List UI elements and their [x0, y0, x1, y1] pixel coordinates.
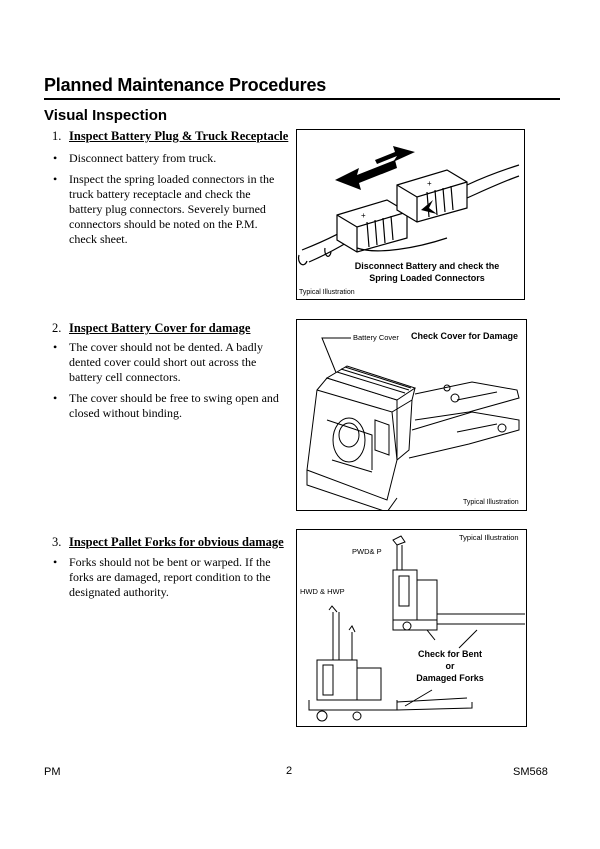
figure-pallet-forks: Typical Illustration PWD& P HWD & HWP Ch…: [296, 529, 527, 727]
step-1-title: Inspect Battery Plug & Truck Receptacle: [69, 129, 289, 143]
svg-text:+: +: [427, 179, 432, 188]
step-1-heading: 1. Inspect Battery Plug & Truck Receptacl…: [52, 129, 292, 144]
step-2-title: Inspect Battery Cover for damage: [69, 321, 251, 335]
step-1-bullets: Disconnect battery from truck. Inspect t…: [52, 151, 280, 253]
footer-page-number: 2: [286, 765, 293, 777]
figure-battery-cover: Battery Cover Check Cover for Damage Typ…: [296, 319, 527, 511]
step-2-number: 2.: [52, 321, 62, 335]
step-3-bullets: Forks should not be bent or warped. If t…: [52, 555, 284, 606]
step-3-title: Inspect Pallet Forks for obvious damage: [69, 535, 284, 549]
figure-battery-plug: + + Disconnect Battery and check the Spr…: [296, 129, 525, 300]
figure-3-callout: Check for Bent or Damaged Forks: [405, 648, 495, 684]
step-1-bullet-1: Disconnect battery from truck.: [52, 151, 280, 166]
figure-3-caption: Typical Illustration: [459, 533, 519, 542]
footer-left: PM: [44, 766, 61, 778]
page-title: Planned Maintenance Procedures: [44, 75, 327, 95]
step-3-number: 3.: [52, 535, 62, 549]
step-2-bullet-1: The cover should not be dented. A badly …: [52, 340, 282, 385]
pallet-forks-illustration: [308, 535, 525, 722]
figure-2-battery-cover-label: Battery Cover: [353, 333, 399, 342]
step-1-bullet-2: Inspect the spring loaded connectors in …: [52, 172, 280, 247]
figure-1-caption: Typical Illustration: [299, 289, 355, 296]
step-2-heading: 2. Inspect Battery Cover for damage: [52, 321, 292, 336]
figure-1-callout-line-2: Spring Loaded Connectors: [369, 273, 485, 283]
step-3-heading: 3. Inspect Pallet Forks for obvious damag…: [52, 535, 292, 550]
svg-text:+: +: [361, 211, 366, 220]
step-2-bullet-2: The cover should be free to swing open a…: [52, 391, 282, 421]
step-2-bullets: The cover should not be dented. A badly …: [52, 340, 282, 427]
battery-cover-illustration: [306, 337, 520, 510]
step-1-number: 1.: [52, 129, 62, 143]
figure-1-callout: Disconnect Battery and check the Spring …: [337, 260, 517, 284]
figure-3-callout-line-1: Check for Bent: [417, 649, 482, 659]
footer-right: SM568: [513, 766, 548, 778]
figure-3-callout-line-3: Damaged Forks: [416, 673, 484, 683]
section-title: Visual Inspection: [44, 107, 168, 124]
title-rule: [44, 98, 560, 100]
figure-1-callout-line-1: Disconnect Battery and check the: [354, 261, 500, 271]
figure-2-callout: Check Cover for Damage: [411, 331, 519, 341]
figure-2-caption: Typical Illustration: [463, 499, 519, 506]
step-3-bullet-1: Forks should not be bent or warped. If t…: [52, 555, 284, 600]
figure-3-callout-line-2: or: [445, 661, 455, 671]
figure-3-label-pwdp: PWD& P: [352, 547, 382, 556]
battery-plug-illustration: + +: [297, 146, 520, 266]
figure-3-label-hwdhwp: HWD & HWP: [300, 587, 345, 596]
